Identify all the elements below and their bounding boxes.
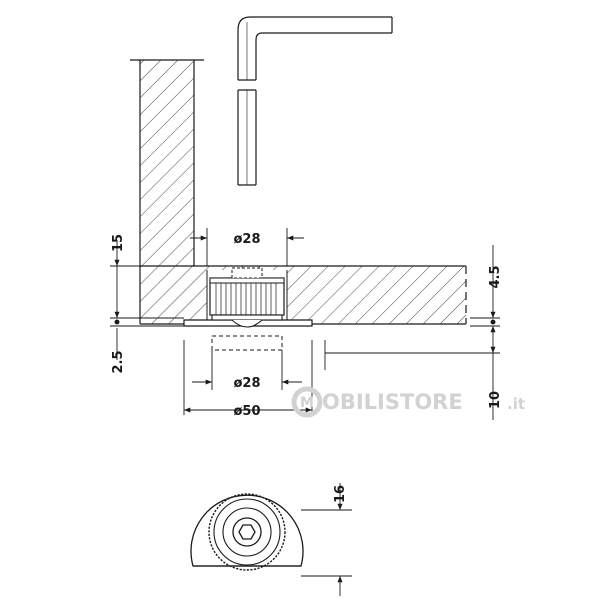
dim-top-diameter [190, 228, 304, 266]
dim-left [110, 240, 184, 360]
bottom-panel [139, 265, 467, 325]
dim-right [324, 245, 500, 420]
bottom-diameter-label: ø28 [233, 376, 260, 391]
top-diameter-label: ø28 [233, 232, 260, 247]
dim-bottom-diameter [192, 350, 302, 390]
bottom-view-height-label: 16 [333, 485, 348, 503]
watermark-suffix: .it [507, 395, 525, 413]
dim-base-diameter [183, 340, 313, 415]
insert-height-label: 4.5 [488, 265, 503, 288]
watermark-initial: M [300, 395, 314, 411]
watermark-logo: M OBILISTORE .it [291, 386, 525, 418]
side-panel [130, 59, 204, 266]
watermark-text: OBILISTORE [322, 390, 463, 414]
dim-bottom-view [301, 483, 352, 596]
panel-thickness-label: 15 [111, 234, 126, 252]
adjust-range-label: 10 [488, 391, 503, 409]
levelling-foot [183, 267, 313, 351]
flange-thickness-label: 2.5 [111, 350, 126, 373]
foot-bottom-view [190, 493, 304, 571]
allen-key [237, 16, 393, 186]
base-diameter-label: ø50 [233, 404, 260, 419]
